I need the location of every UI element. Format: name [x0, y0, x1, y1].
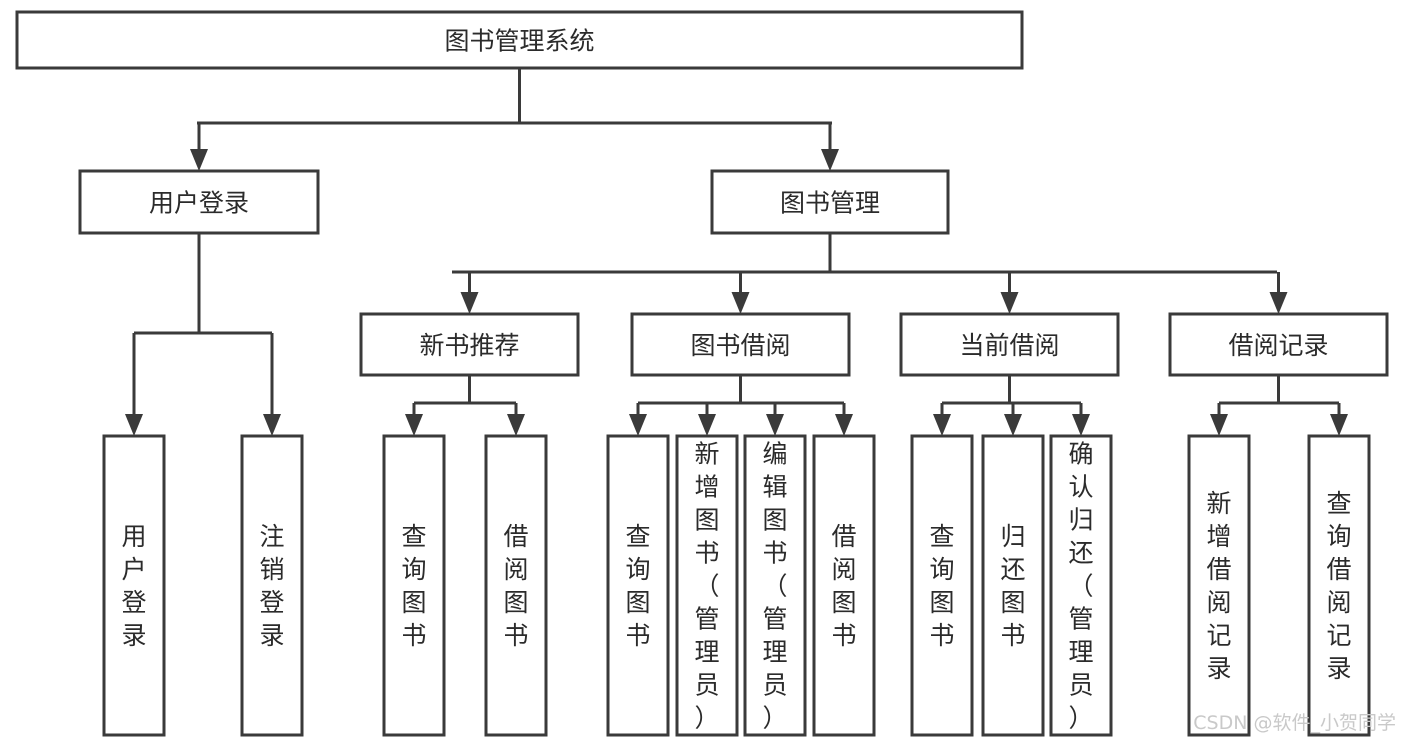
- node-book-manage-label: 图书管理: [780, 189, 880, 218]
- node-root-system-title[interactable]: 图书管理系统: [15, 10, 1024, 70]
- arrow-head-icon: [1210, 414, 1228, 436]
- connector-layer: [125, 68, 1348, 436]
- node-leaf-return-book-box[interactable]: [981, 434, 1045, 737]
- node-leaf-query-record-box[interactable]: [1307, 434, 1371, 737]
- node-leaf-return-book[interactable]: 归还图书: [981, 434, 1045, 737]
- node-borrow-record[interactable]: 借阅记录: [1168, 312, 1389, 377]
- node-leaf-add-book-box[interactable]: [675, 434, 739, 737]
- node-leaf-user-logout[interactable]: 注销登录: [240, 434, 304, 737]
- node-book-borrow-box[interactable]: [630, 312, 851, 377]
- node-book-borrow[interactable]: 图书借阅: [630, 312, 851, 377]
- node-leaf-borrow-book-1[interactable]: 借阅图书: [484, 434, 548, 737]
- node-current-borrow-label: 当前借阅: [959, 331, 1059, 360]
- node-root-system-title-box[interactable]: [15, 10, 1024, 70]
- node-leaf-query-book-2-box[interactable]: [606, 434, 670, 737]
- node-leaf-borrow-book-1-label: 借阅图书: [503, 522, 528, 650]
- node-user-login-label: 用户登录: [149, 189, 249, 218]
- node-new-book-recommend-label: 新书推荐: [419, 331, 519, 360]
- node-leaf-return-book-label: 归还图书: [1000, 522, 1025, 650]
- node-leaf-user-login[interactable]: 用户登录: [102, 434, 166, 737]
- arrow-head-icon: [698, 414, 716, 436]
- node-user-login[interactable]: 用户登录: [78, 169, 320, 235]
- node-leaf-add-record-box[interactable]: [1187, 434, 1251, 737]
- node-leaf-user-logout-box[interactable]: [240, 434, 304, 737]
- node-leaf-query-book-2-label: 查询图书: [625, 522, 650, 650]
- node-leaf-add-book[interactable]: 新增图书（管理员）: [675, 434, 739, 737]
- arrow-head-icon: [263, 414, 281, 436]
- arrow-head-icon: [460, 292, 479, 314]
- csdn-watermark: CSDN @软件_小贺同学: [1193, 712, 1396, 734]
- node-leaf-query-book-3-box[interactable]: [910, 434, 974, 737]
- arrow-head-icon: [766, 414, 784, 436]
- node-leaf-borrow-book-2-box[interactable]: [812, 434, 876, 737]
- node-leaf-query-book-2[interactable]: 查询图书: [606, 434, 670, 737]
- node-leaf-query-record-label: 查询借阅记录: [1326, 489, 1351, 683]
- node-book-manage[interactable]: 图书管理: [710, 169, 950, 235]
- node-new-book-recommend[interactable]: 新书推荐: [359, 312, 580, 377]
- node-leaf-borrow-book-2-label: 借阅图书: [831, 522, 856, 650]
- node-leaf-add-record[interactable]: 新增借阅记录: [1187, 434, 1251, 737]
- arrow-head-icon: [1330, 414, 1348, 436]
- node-leaf-user-login-label: 用户登录: [121, 522, 146, 650]
- node-leaf-borrow-book-2[interactable]: 借阅图书: [812, 434, 876, 737]
- node-user-login-box[interactable]: [78, 169, 320, 235]
- node-leaf-user-login-box[interactable]: [102, 434, 166, 737]
- node-leaf-query-book-1-label: 查询图书: [401, 522, 426, 650]
- arrow-head-icon: [835, 414, 853, 436]
- node-leaf-edit-book-box[interactable]: [743, 434, 807, 737]
- arrow-head-icon: [731, 292, 750, 314]
- arrow-head-icon: [507, 414, 525, 436]
- node-leaf-confirm-return[interactable]: 确认归还（管理员）: [1049, 434, 1113, 737]
- arrow-head-icon: [629, 414, 647, 436]
- arrow-head-icon: [1269, 292, 1288, 314]
- arrow-head-icon: [190, 149, 208, 171]
- node-book-manage-box[interactable]: [710, 169, 950, 235]
- node-leaf-edit-book[interactable]: 编辑图书（管理员）: [743, 434, 807, 737]
- node-borrow-record-label: 借阅记录: [1228, 331, 1328, 360]
- node-leaf-add-record-label: 新增借阅记录: [1206, 489, 1231, 683]
- arrow-head-icon: [821, 149, 839, 171]
- node-root-system-title-label: 图书管理系统: [444, 27, 594, 56]
- node-leaf-edit-book-label: 编辑图书（管理员）: [762, 440, 787, 733]
- node-leaf-user-logout-label: 注销登录: [259, 522, 284, 650]
- node-leaf-query-book-3[interactable]: 查询图书: [910, 434, 974, 737]
- node-book-borrow-label: 图书借阅: [690, 331, 790, 360]
- node-leaf-query-book-1[interactable]: 查询图书: [382, 434, 446, 737]
- arrow-head-icon: [405, 414, 423, 436]
- arrow-head-icon: [1072, 414, 1090, 436]
- arrow-head-icon: [933, 414, 951, 436]
- node-leaf-borrow-book-1-box[interactable]: [484, 434, 548, 737]
- arrow-head-icon: [1004, 414, 1022, 436]
- node-leaf-confirm-return-box[interactable]: [1049, 434, 1113, 737]
- node-current-borrow-box[interactable]: [899, 312, 1120, 377]
- node-layer: 图书管理系统用户登录图书管理新书推荐图书借阅当前借阅借阅记录用户登录注销登录查询…: [15, 10, 1389, 737]
- node-leaf-add-book-label: 新增图书（管理员）: [694, 440, 719, 733]
- node-leaf-query-book-3-label: 查询图书: [929, 522, 954, 650]
- node-leaf-query-record[interactable]: 查询借阅记录: [1307, 434, 1371, 737]
- node-current-borrow[interactable]: 当前借阅: [899, 312, 1120, 377]
- node-leaf-confirm-return-label: 确认归还（管理员）: [1068, 440, 1093, 733]
- arrow-head-icon: [1000, 292, 1019, 314]
- node-leaf-query-book-1-box[interactable]: [382, 434, 446, 737]
- node-borrow-record-box[interactable]: [1168, 312, 1389, 377]
- node-new-book-recommend-box[interactable]: [359, 312, 580, 377]
- arrow-head-icon: [125, 414, 143, 436]
